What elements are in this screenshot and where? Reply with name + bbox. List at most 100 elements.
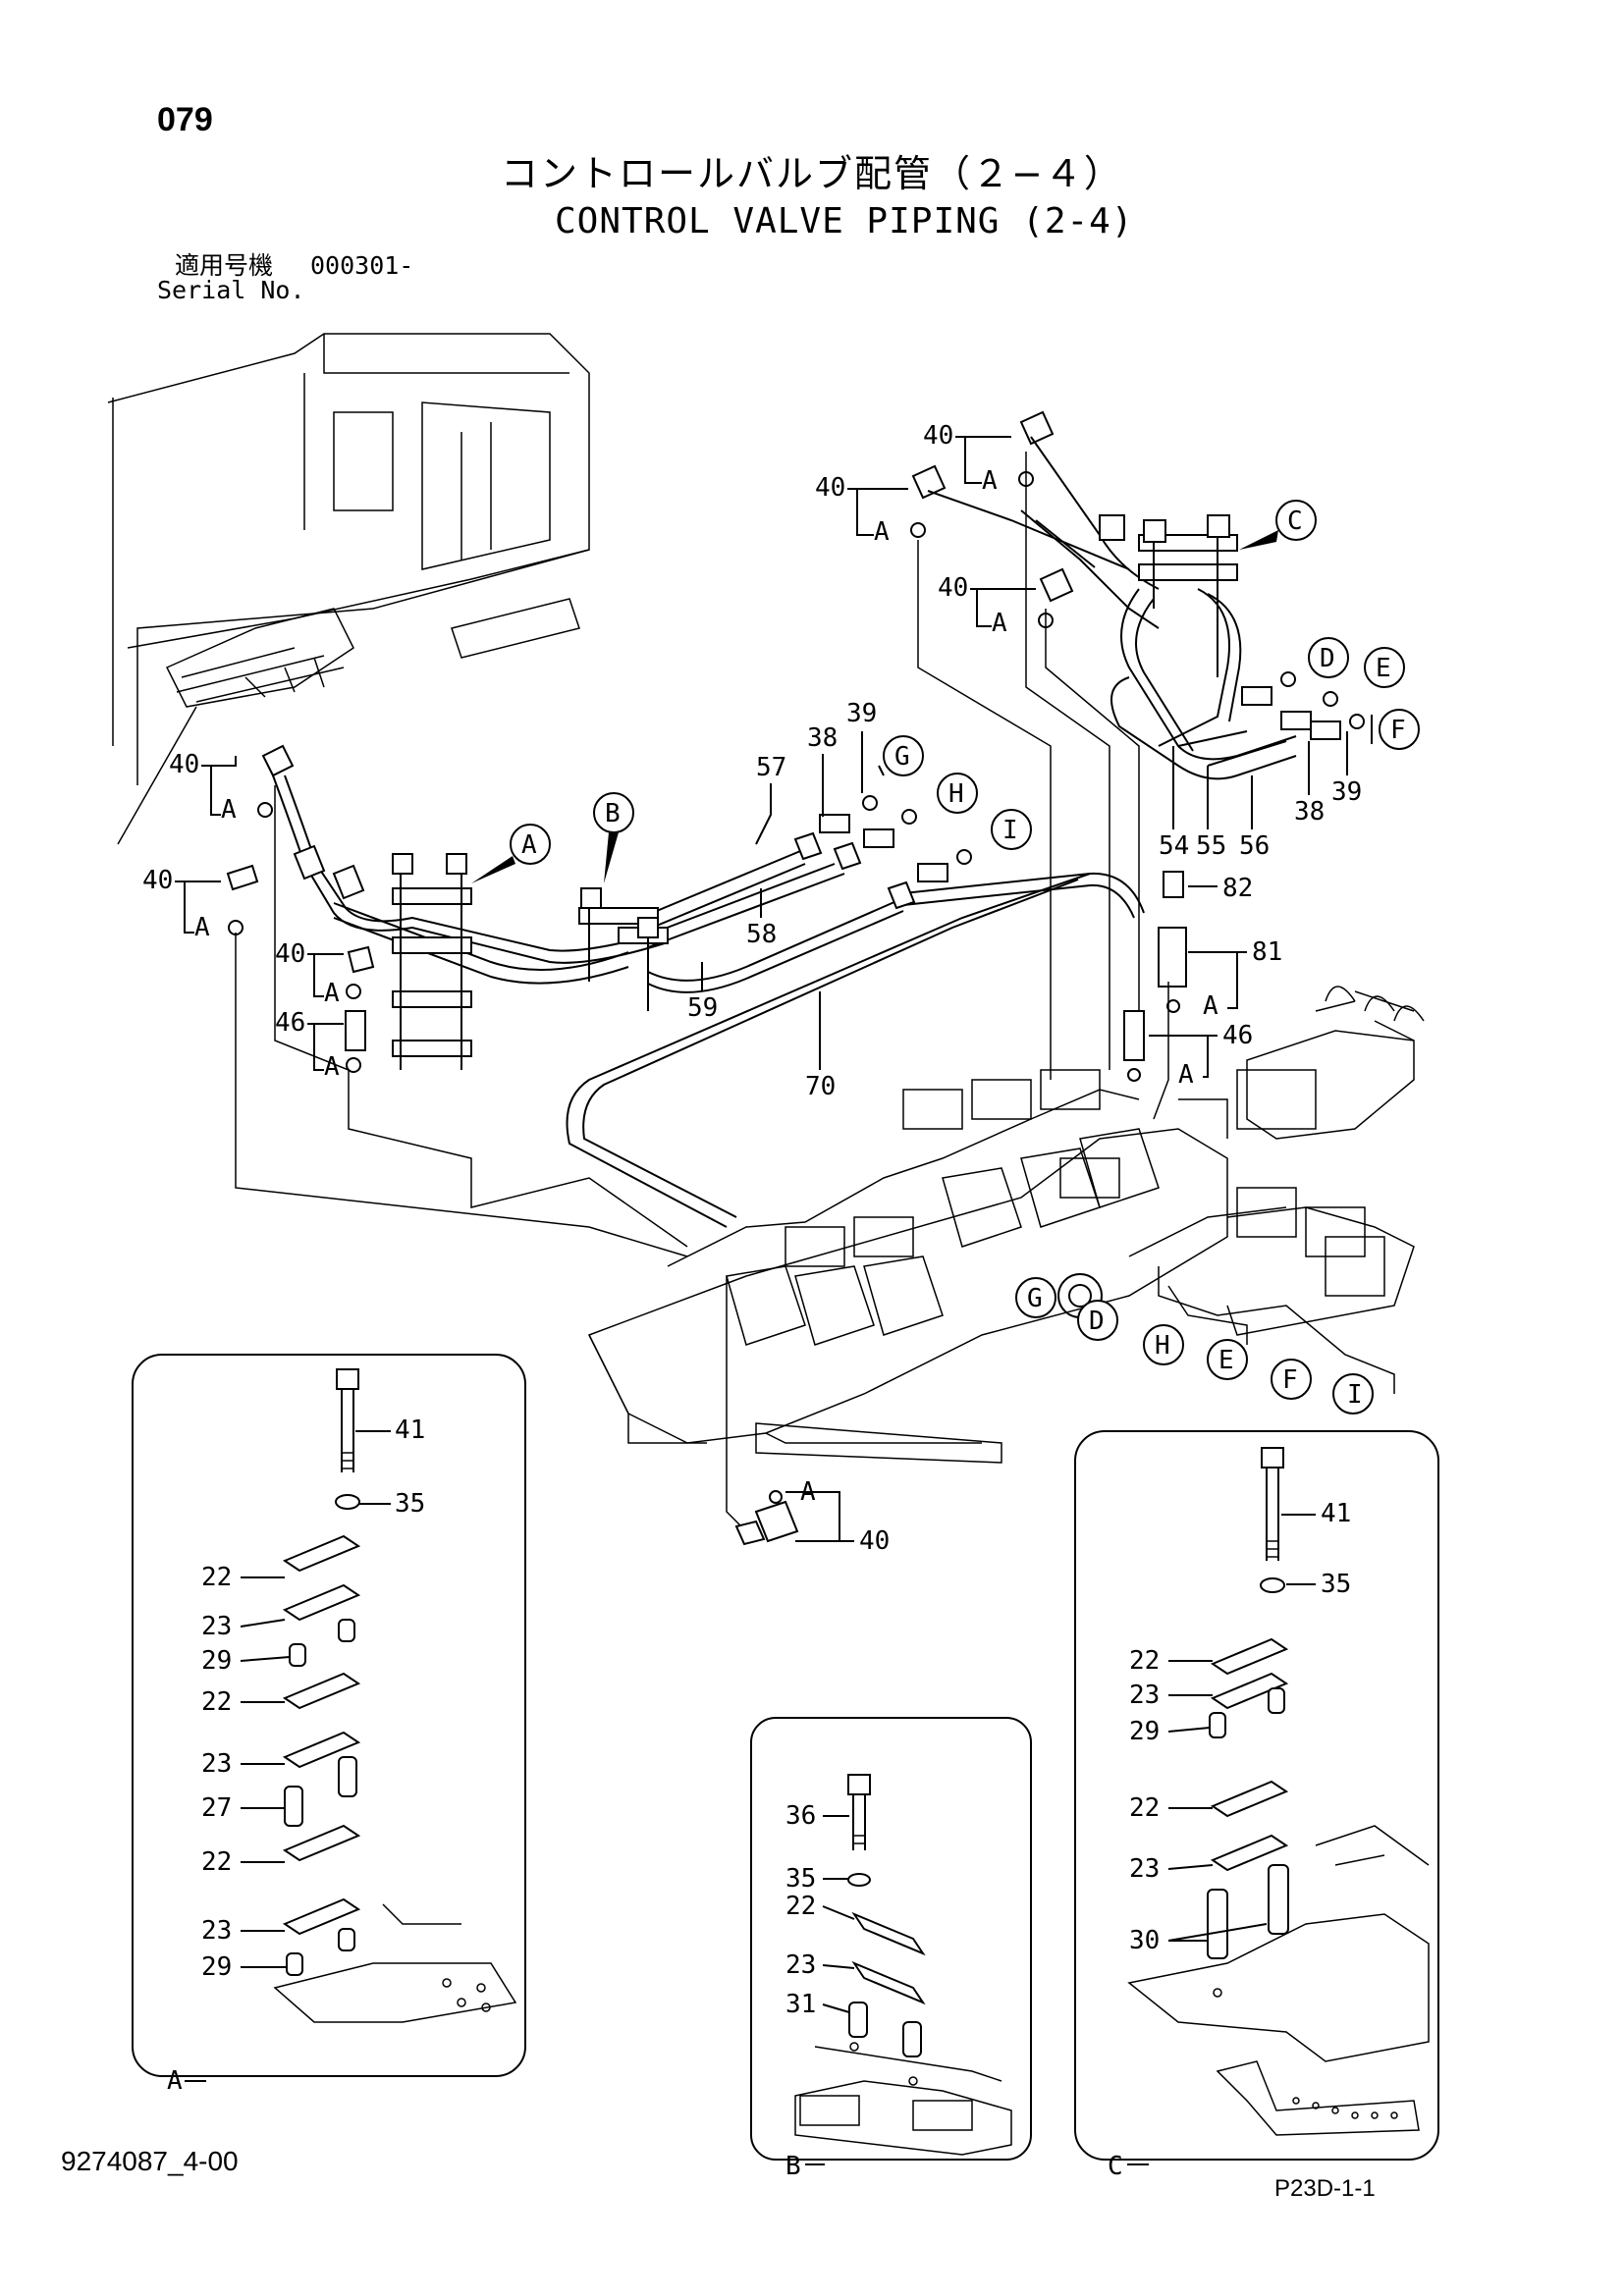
ref-circle-e2: E — [1207, 1339, 1248, 1380]
callout-40-upper-left: 40 A — [169, 750, 273, 825]
callout-number: 46 — [1222, 1021, 1253, 1050]
callout-number: 40 — [923, 421, 953, 451]
callout-number: 55 — [1196, 831, 1226, 861]
callout-70: 70 — [805, 991, 836, 1101]
serial-label-japanese: 適用号機 — [175, 251, 274, 280]
callout-54-55-56: 54 55 56 — [1159, 746, 1270, 861]
callout-40-bottom: 40 A — [785, 1477, 890, 1556]
callout-number: 54 — [1159, 831, 1189, 861]
page-number: 079 — [157, 101, 213, 138]
callout-number: 40 — [859, 1526, 890, 1556]
page-title-english: CONTROL VALVE PIPING (2-4) — [555, 201, 1134, 241]
callout-number: 70 — [805, 1072, 836, 1101]
ref-circle-b: B — [593, 792, 634, 883]
callout-number: 40 — [815, 473, 845, 503]
svg-text:H: H — [948, 779, 964, 809]
reference-circles: A B C D E F G H I G D H E F I — [471, 500, 1420, 1415]
callout-number: 23 — [201, 1916, 232, 1946]
callout-59: 59 — [687, 962, 718, 1023]
svg-text:H: H — [1155, 1331, 1170, 1361]
callout-number: 22 — [1129, 1793, 1160, 1823]
callout-number: 57 — [756, 753, 786, 782]
callout-number: 29 — [201, 1952, 232, 1982]
svg-text:D: D — [1320, 644, 1335, 673]
callout-number: 29 — [201, 1646, 232, 1676]
ref-circle-i2: I — [1332, 1373, 1374, 1415]
callout-number: 22 — [201, 1563, 232, 1592]
callout-number: 82 — [1222, 874, 1253, 903]
page-title-japanese: コントロールバルブ配管（２−４） — [501, 152, 1123, 195]
callout-number: 30 — [1129, 1926, 1160, 1955]
svg-text:A: A — [521, 830, 537, 860]
callout-number: 38 — [807, 723, 838, 753]
callout-number: 23 — [201, 1612, 232, 1641]
ref-circle-h2: H — [1143, 1324, 1184, 1365]
callout-39-upper: 39 — [846, 699, 877, 793]
ref-circle-h: H — [937, 773, 978, 814]
pipe-assembly-left — [226, 744, 1145, 1228]
callout-number: 27 — [201, 1793, 232, 1823]
svg-text:G: G — [894, 742, 910, 772]
callout-number: 40 — [275, 939, 305, 969]
callout-46-left: 46 A — [275, 1008, 361, 1082]
svg-text:I: I — [1002, 816, 1018, 845]
machine-outline — [107, 333, 590, 845]
detail-a: A 41 35 22 23 29 22 23 — [132, 1354, 526, 2096]
callout-number: 22 — [785, 1892, 816, 1921]
callout-38-upper: 38 — [807, 723, 838, 817]
serial-value: 000301- — [310, 251, 414, 280]
ref-circle-d2: D — [1077, 1300, 1118, 1341]
svg-text:E: E — [1376, 654, 1391, 683]
svg-text:I: I — [1347, 1380, 1363, 1410]
leader-lines — [235, 452, 1395, 1532]
callout-number: 29 — [1129, 1717, 1160, 1746]
callout-number: 35 — [1321, 1570, 1351, 1599]
detail-label: A — [167, 2066, 183, 2096]
callout-number: 40 — [938, 573, 968, 603]
callout-number: 35 — [395, 1489, 425, 1519]
callout-38-39-right: 38 39 — [1294, 731, 1362, 827]
svg-text:B: B — [605, 799, 621, 828]
ref-circle-g: G — [878, 735, 924, 776]
callout-sub: A — [874, 517, 890, 547]
callout-sub: A — [194, 913, 210, 942]
callout-number: 36 — [785, 1801, 816, 1831]
callout-number: 23 — [1129, 1854, 1160, 1884]
callout-57: 57 — [755, 753, 786, 845]
ref-circle-c: C — [1239, 500, 1317, 550]
ref-circle-e: E — [1364, 647, 1405, 688]
callout-number: 31 — [785, 1990, 816, 2019]
callout-number: 58 — [746, 920, 777, 949]
document-number: 9274087_4-00 — [61, 2146, 239, 2176]
svg-text:D: D — [1089, 1307, 1105, 1336]
detail-label: C — [1108, 2152, 1123, 2181]
callout-58: 58 — [746, 888, 777, 949]
svg-text:E: E — [1218, 1346, 1234, 1375]
callout-sub: A — [324, 1052, 340, 1082]
ref-circle-d: D — [1308, 637, 1349, 678]
callout-number: 22 — [201, 1847, 232, 1877]
detail-label: B — [785, 2152, 801, 2181]
callout-number: 23 — [785, 1950, 816, 1980]
callout-40-left: 40 A — [142, 866, 244, 942]
callout-number: 39 — [1331, 777, 1362, 807]
callout-number: 41 — [1321, 1499, 1351, 1528]
ref-circle-i: I — [991, 809, 1032, 850]
svg-text:C: C — [1287, 507, 1303, 536]
callout-sub: A — [324, 979, 340, 1008]
serial-label-english: Serial No. — [157, 276, 305, 304]
callout-number: 22 — [1129, 1646, 1160, 1676]
callout-46-right: 46 A — [1149, 1021, 1253, 1090]
callout-40-mid-left: 40 A — [275, 939, 361, 1008]
callout-number: 22 — [201, 1687, 232, 1717]
ref-circle-a: A — [471, 824, 551, 883]
svg-text:G: G — [1027, 1284, 1043, 1313]
callout-40-top-right-a: 40 A — [923, 421, 1034, 496]
callout-sub: A — [1203, 991, 1218, 1021]
callout-number: 56 — [1239, 831, 1270, 861]
callout-sub: A — [982, 466, 998, 496]
callout-number: 40 — [169, 750, 199, 779]
ref-circle-f2: F — [1271, 1359, 1312, 1400]
callout-sub: A — [1178, 1060, 1194, 1090]
